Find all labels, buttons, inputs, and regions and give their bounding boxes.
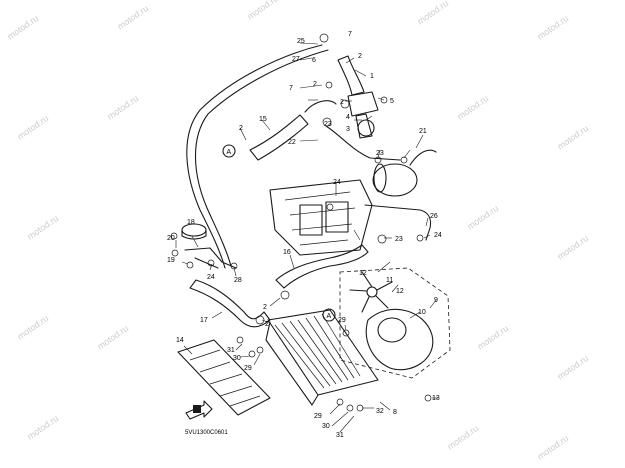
watermark: motod.ru	[15, 113, 50, 142]
callout-label: 10	[418, 309, 426, 316]
callout-label: 23	[395, 236, 403, 243]
watermark: motod.ru	[245, 0, 280, 22]
callout-label: 23	[376, 150, 384, 157]
callout-label: 12	[396, 288, 404, 295]
callout-label: 7	[348, 31, 352, 38]
callout-label: 23	[324, 121, 332, 128]
callout-label: 14	[176, 337, 184, 344]
watermark: motod.ru	[15, 313, 50, 342]
fan-assembly-outline	[339, 267, 451, 379]
callout-label: 17	[200, 317, 208, 324]
callout-label: 24	[207, 274, 215, 281]
callout-numbers: 1 2 2 2 2 2 2 3 4 5 6 7 7 8 9 10 11 12 1…	[167, 31, 442, 439]
callout-label: A	[227, 149, 232, 156]
callout-label: A	[327, 313, 332, 320]
watermark: motod.ru	[465, 203, 500, 232]
watermark: motod.ru	[535, 433, 570, 462]
callout-label: 2	[239, 125, 243, 132]
callout-label: 2	[313, 81, 317, 88]
callout-label: 29	[314, 413, 322, 420]
callout-label: 28	[234, 277, 242, 284]
watermark: motod.ru	[415, 0, 450, 27]
watermark: motod.ru	[25, 413, 60, 442]
callout-label: 12	[359, 270, 367, 277]
callout-label: 11	[386, 277, 393, 284]
radiator-guard	[177, 339, 271, 416]
callout-label: 2	[265, 321, 269, 328]
callout-label: 29	[338, 317, 346, 324]
fan-shroud	[365, 308, 434, 371]
callout-label: 27	[292, 56, 300, 63]
callout-label: 3	[346, 126, 350, 133]
pipe-26	[364, 204, 432, 241]
callout-label: 2	[358, 53, 362, 60]
watermark: motod.ru	[535, 13, 570, 42]
engine-block	[269, 179, 373, 256]
watermark: motod.ru	[455, 93, 490, 122]
radiator	[265, 309, 379, 406]
hose-16	[275, 244, 369, 289]
connection-marker-a: A	[222, 144, 236, 158]
watermark: motod.ru	[25, 213, 60, 242]
watermark: motod.ru	[475, 323, 510, 352]
fan-blades	[349, 271, 393, 313]
fasteners	[170, 33, 432, 412]
callout-label: 4	[346, 114, 350, 121]
watermark: motod.ru	[445, 423, 480, 452]
leader-lines	[175, 42, 438, 433]
watermark: motod.ru	[555, 123, 590, 152]
watermark: motod.ru	[105, 93, 140, 122]
callout-label: 31	[227, 347, 235, 354]
callout-label: 9	[434, 297, 438, 304]
callout-label: 32	[376, 408, 384, 415]
callout-label: 2	[340, 99, 344, 106]
diagram-code: 5VU1300C0601	[185, 430, 228, 436]
callout-label: 29	[244, 365, 252, 372]
callout-label: 18	[187, 219, 195, 226]
callout-label: 6	[312, 57, 316, 64]
callout-label: 7	[289, 85, 293, 92]
callout-label: 15	[259, 116, 267, 123]
overflow-hose-27-inner	[194, 49, 329, 267]
callout-label: 26	[430, 213, 438, 220]
callout-label: 2	[263, 304, 267, 311]
callout-label: 31	[336, 432, 344, 439]
hose-15	[249, 114, 309, 161]
callout-label: 19	[167, 257, 175, 264]
callout-label: 21	[419, 128, 427, 135]
callout-label: 1	[370, 73, 374, 80]
connection-marker-a: A	[322, 308, 336, 322]
watermark-layer: motod.ru motod.ru motod.ru motod.ru moto…	[5, 0, 590, 462]
reservoir-tank	[372, 149, 437, 197]
lower-hose-17	[189, 279, 271, 328]
hose-22	[304, 100, 401, 161]
watermark: motod.ru	[95, 323, 130, 352]
callout-label: 30	[322, 423, 330, 430]
radiator-cap	[181, 223, 207, 240]
thermostat-housing	[347, 91, 379, 139]
callout-label: 5	[390, 98, 394, 105]
callout-label: 25	[297, 38, 305, 45]
callout-label: 16	[283, 249, 291, 256]
callout-label: 24	[333, 179, 341, 186]
callout-label: 13	[432, 395, 440, 402]
callout-label: 24	[434, 232, 442, 239]
filler-neck	[184, 247, 237, 269]
watermark: motod.ru	[115, 3, 150, 32]
watermark: motod.ru	[555, 353, 590, 382]
callout-label: 20	[167, 235, 175, 242]
upper-hose-1	[337, 55, 365, 96]
callout-label: 30	[233, 355, 241, 362]
overflow-hose-27	[186, 44, 323, 269]
front-direction-arrow	[185, 400, 213, 420]
callout-label: 22	[288, 139, 296, 146]
callout-label: 8	[393, 409, 397, 416]
watermark: motod.ru	[555, 233, 590, 262]
watermark: motod.ru	[5, 13, 40, 42]
